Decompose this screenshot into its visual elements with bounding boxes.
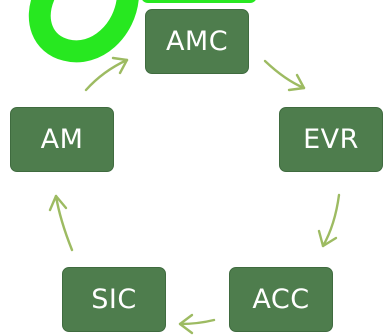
arrow-sic-to-am (48, 194, 74, 252)
node-amc: AMC (145, 9, 249, 74)
highlight-annotation (28, 0, 256, 63)
node-evr-label: EVR (303, 124, 359, 155)
node-acc: ACC (229, 267, 333, 332)
arrow-amc-to-evr (263, 59, 306, 92)
node-am: AM (10, 107, 114, 172)
node-sic: SIC (62, 267, 166, 332)
node-acc-label: ACC (252, 284, 310, 315)
arrow-evr-to-acc (317, 193, 341, 248)
node-amc-label: AMC (165, 26, 229, 57)
highlight-loop-stroke (28, 0, 139, 63)
node-evr: EVR (279, 107, 383, 172)
arrow-am-to-amc (84, 56, 129, 92)
node-sic-label: SIC (91, 284, 137, 315)
node-am-label: AM (40, 124, 84, 155)
arrow-acc-to-sic (178, 313, 216, 335)
